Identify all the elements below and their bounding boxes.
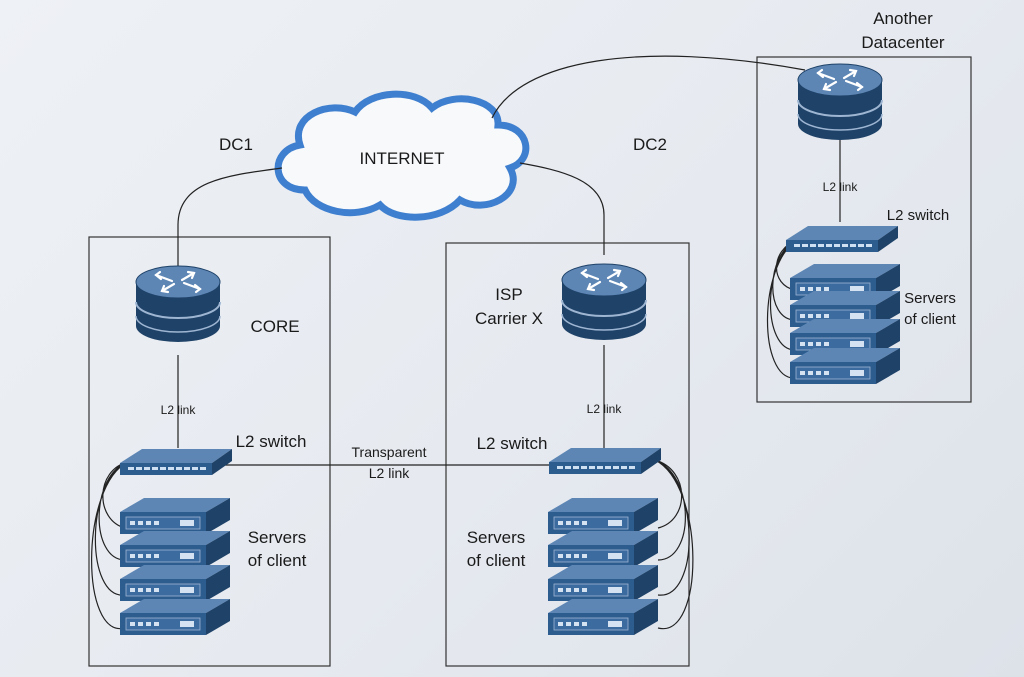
- isp-label-line1: ISP: [495, 285, 522, 304]
- dc2-servers-label-line2: of client: [467, 551, 526, 570]
- internet-label: INTERNET: [360, 149, 445, 168]
- dc2-l2-switch-icon: [549, 448, 661, 474]
- dc1-label: DC1: [219, 135, 253, 154]
- another-dc-label-line2: Datacenter: [861, 33, 944, 52]
- another-dc-server-cables: [766, 239, 798, 379]
- dc2-box: [445, 242, 690, 667]
- dc2-label: DC2: [633, 135, 667, 154]
- internet-cloud: [274, 90, 530, 221]
- another-dc-l2-switch-icon: [786, 226, 898, 252]
- dc1-l2-switch-icon: [120, 449, 232, 475]
- dc1-l2-switch-label: L2 switch: [236, 432, 307, 451]
- transparent-link-label-line2: L2 link: [369, 465, 410, 481]
- dc2-servers-icon: [547, 497, 659, 636]
- dc1-l2-link-label: L2 link: [161, 403, 197, 417]
- another-dc-router-icon: [796, 62, 884, 142]
- transparent-link-label-line1: Transparent: [352, 444, 427, 460]
- isp-router-icon: [560, 262, 648, 342]
- another-dc-l2-link-label: L2 link: [823, 180, 859, 194]
- dc1-server-cables: [91, 461, 129, 629]
- dc2-l2-switch-label: L2 switch: [477, 434, 548, 453]
- another-dc-servers-icon: [789, 263, 901, 385]
- another-dc-servers-label-line2: of client: [904, 311, 957, 328]
- dc2-server-cables: [654, 459, 694, 630]
- dc1-servers-label-line1: Servers: [248, 528, 307, 547]
- another-dc-internet-line: [491, 55, 806, 119]
- dc1-servers-icon: [119, 497, 231, 636]
- dc2-l2-link-label: L2 link: [587, 402, 623, 416]
- core-label: CORE: [250, 317, 299, 336]
- dc2-internet-line: [519, 162, 605, 255]
- core-router-icon: [134, 264, 222, 344]
- dc1-servers-label-line2: of client: [248, 551, 307, 570]
- dc1-internet-line: [177, 167, 283, 270]
- another-dc-box: [756, 56, 972, 403]
- another-dc-l2-switch-label: L2 switch: [887, 207, 950, 224]
- isp-label-line2: Carrier X: [475, 309, 543, 328]
- dc2-servers-label-line1: Servers: [467, 528, 526, 547]
- dc1-box: [88, 236, 331, 667]
- another-dc-label-line1: Another: [873, 9, 933, 28]
- another-dc-servers-label-line1: Servers: [904, 290, 956, 307]
